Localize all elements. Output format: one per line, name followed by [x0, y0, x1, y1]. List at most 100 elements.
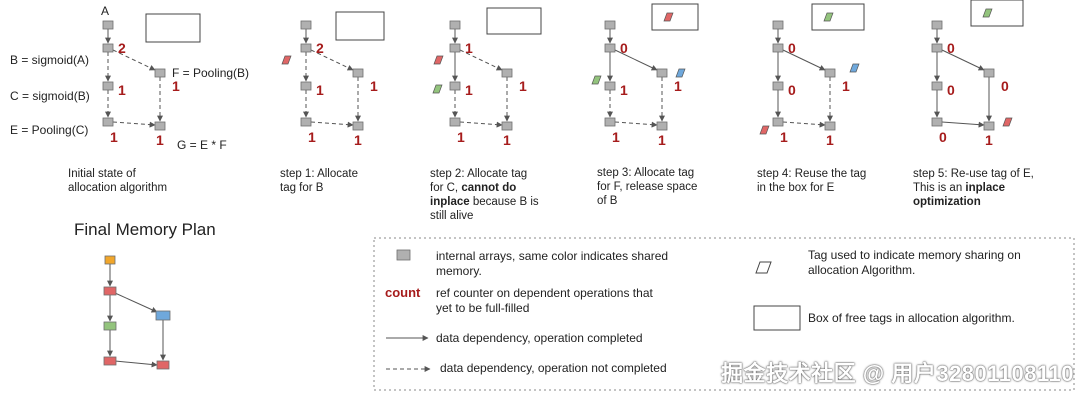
final-node-c	[103, 321, 117, 331]
node-b	[772, 43, 784, 53]
step2-caption-bold: cannot do	[461, 182, 517, 194]
free-tag	[663, 12, 674, 22]
free-tags-box	[335, 11, 385, 41]
count-f: 0	[1001, 78, 1009, 94]
step5-caption-bold: optimization	[913, 196, 981, 208]
node-e	[102, 117, 114, 127]
step2-caption: step 2: Allocate tag for C, cannot do in…	[430, 167, 580, 223]
count-b: 1	[465, 40, 473, 56]
node-g	[154, 121, 166, 131]
edge-b-f	[941, 49, 985, 71]
node-f	[983, 68, 995, 78]
node-g	[352, 121, 364, 131]
count-f: 1	[842, 78, 850, 94]
step4-caption-line1: step 4: Reuse the tag	[757, 168, 867, 180]
node-a	[300, 20, 312, 30]
node-f	[352, 68, 364, 78]
count-b: 0	[947, 40, 955, 56]
free-tags-box	[145, 13, 201, 43]
node-a	[449, 20, 461, 30]
count-g: 1	[156, 132, 164, 148]
step5-caption: step 5: Re-use tag of E, This is an inpl…	[913, 167, 1034, 209]
count-g: 1	[503, 132, 511, 148]
step3-caption-line1: step 3: Allocate tag	[597, 167, 695, 179]
label-f: F = Pooling(B)	[172, 66, 250, 80]
node-e	[604, 117, 616, 127]
initial-caption: Initial state of allocation algorithm	[68, 167, 167, 195]
count-c: 1	[316, 82, 324, 98]
node-f	[501, 68, 513, 78]
count-e: 1	[612, 129, 620, 145]
count-c: 1	[465, 82, 473, 98]
edge-b-f	[614, 49, 658, 71]
node-f	[656, 68, 668, 78]
legend-border	[373, 237, 1075, 391]
step1-caption-line1: step 1: Allocate	[280, 168, 358, 180]
step3-caption-line2: for F, release space	[597, 181, 698, 193]
edge-e-g	[782, 121, 826, 128]
count-c: 0	[788, 82, 796, 98]
label-a: A	[101, 4, 110, 18]
node-g	[501, 121, 513, 131]
node-c	[604, 81, 616, 91]
final-node-e	[103, 356, 117, 366]
legend-tag-line2: allocation Algorithm.	[808, 263, 916, 277]
tag-f	[675, 68, 686, 78]
node-b	[931, 43, 943, 53]
edge-e-g	[310, 121, 354, 128]
count-e: 0	[939, 129, 947, 145]
edge-e-g	[941, 121, 985, 128]
free-tags-box	[811, 3, 865, 31]
count-g: 1	[658, 132, 666, 148]
tag-e	[759, 125, 770, 135]
node-a	[931, 20, 943, 30]
final-plan-title: Final Memory Plan	[74, 220, 216, 239]
final-node-g	[156, 360, 170, 370]
final-node-a	[104, 255, 116, 265]
edge-e-g	[112, 121, 156, 128]
legend-solid-text: data dependency, operation completed	[436, 331, 643, 345]
step1-caption: step 1: Allocate tag for B	[280, 167, 358, 195]
legend-box-text: Box of free tags in allocation algorithm…	[808, 311, 1015, 325]
legend-tag-shape	[755, 261, 772, 274]
count-c: 0	[947, 82, 955, 98]
node-g	[983, 121, 995, 131]
legend-tag-text: Tag used to indicate memory sharing on a…	[808, 248, 1021, 278]
step1-caption-line2: tag for B	[280, 182, 324, 194]
step5-caption-bold: inplace	[965, 182, 1006, 194]
node-c	[931, 81, 943, 91]
edge-e-g	[459, 121, 503, 128]
step2-caption-part: for C,	[430, 182, 462, 194]
node-e	[449, 117, 461, 127]
label-g: G = E * F	[177, 138, 227, 152]
free-tags-box	[651, 3, 699, 31]
node-b	[300, 43, 312, 53]
node-e	[772, 117, 784, 127]
final-plan-graph	[103, 255, 171, 370]
step5-caption-part: This is an	[913, 182, 966, 194]
edge-b-f	[459, 49, 503, 71]
node-c	[772, 81, 784, 91]
step2-caption-bold: inplace	[430, 196, 470, 208]
count-e: 1	[308, 129, 316, 145]
step2-caption-part: step 2: Allocate tag	[430, 168, 528, 180]
legend-array-swatch	[396, 249, 411, 261]
tag-f	[849, 63, 860, 73]
free-tag	[823, 12, 834, 22]
legend-count-line1: ref counter on dependent operations that	[436, 286, 653, 300]
initial-caption-line2: allocation algorithm	[68, 182, 168, 194]
label-e: E = Pooling(C)	[10, 123, 89, 137]
node-a	[102, 20, 114, 30]
final-edge-b-f	[114, 292, 158, 313]
node-b	[102, 43, 114, 53]
step5-caption-part: step 5: Re-use tag of E,	[913, 168, 1034, 180]
legend-arrays-text: internal arrays, same color indicates sh…	[436, 249, 668, 279]
final-edge-e-g	[114, 360, 158, 368]
free-tags-box	[486, 7, 542, 35]
free-tag	[982, 8, 993, 18]
label-c: C = sigmoid(B)	[10, 89, 90, 103]
node-b	[604, 43, 616, 53]
